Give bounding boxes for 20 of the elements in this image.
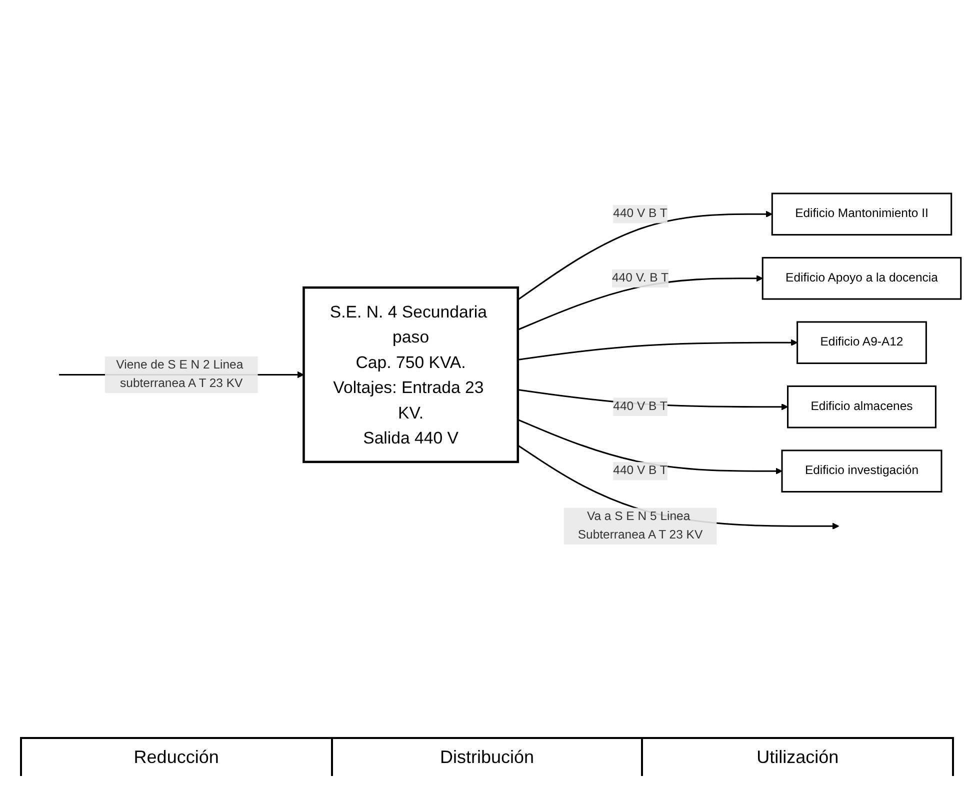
edge-label: 440 V B T [613, 464, 668, 477]
edge-label: 440 V. B T [612, 270, 668, 284]
node-box: Edificio A9-A12 [796, 320, 927, 364]
node-box: Edificio investigación [781, 449, 942, 492]
node-box: Edificio Apoyo a la docencia [762, 256, 962, 300]
stage-label: Distribución [330, 739, 642, 776]
arrow [518, 274, 763, 330]
edge-label: 440 V B T [613, 206, 668, 220]
stage-label: Utilización [641, 739, 954, 776]
arrow [517, 210, 772, 300]
edge-label: Viene de S E N 2 Linea subterranea A T 23 KV [116, 358, 244, 390]
node-box: Edificio almacenes [787, 384, 936, 428]
node-box: S.E. N. 4 Secundaria paso Cap. 750 KVA. Voltajes: Entrada 23 KV. Salida 440 V [302, 286, 520, 463]
arrow [518, 338, 798, 360]
stage-label: Reducción [20, 739, 331, 776]
edge-label: 440 V B T [613, 399, 668, 412]
node-box: Edificio Mantonimiento II [771, 192, 952, 236]
arrow [518, 418, 782, 474]
edge-label: Va a S E N 5 Linea Subterranea A T 23 KV [578, 510, 703, 541]
arrow [517, 444, 840, 530]
